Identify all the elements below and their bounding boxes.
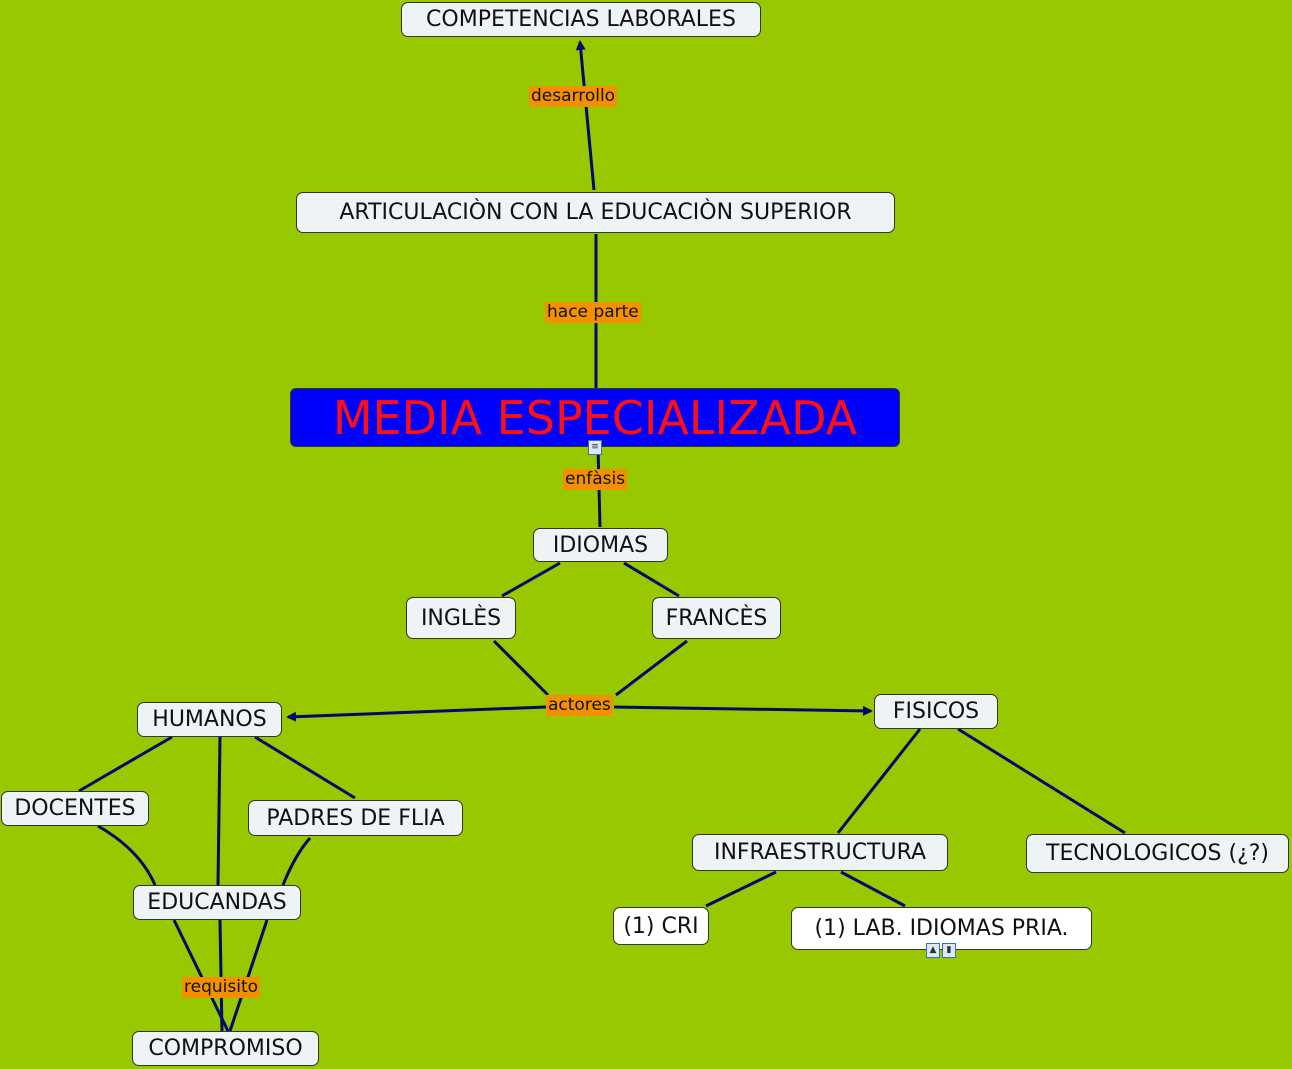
image-resource-icon[interactable]: ▲ [926,943,940,958]
line-articulacion-competencias [575,40,596,191]
video-resource-icon[interactable]: ▮ [942,943,956,958]
node-tecnologicos[interactable]: TECNOLOGICOS (¿?) [1026,834,1289,873]
link-label-enfasis: enfàsis [563,469,628,490]
node-docentes[interactable]: DOCENTES [1,791,149,826]
document-resource-icon[interactable]: ≡ [588,440,602,455]
link-label-hace-parte: hace parte [545,302,641,323]
node-ingles[interactable]: INGLÈS [406,597,516,639]
link-label-desarrollo: desarrollo [529,86,618,107]
node-cri[interactable]: (1) CRI [613,907,709,945]
node-frances[interactable]: FRANCÈS [652,597,781,639]
node-fisicos[interactable]: FISICOS [874,694,998,729]
node-padres-de-flia[interactable]: PADRES DE FLIA [248,800,463,836]
node-educandas[interactable]: EDUCANDAS [133,885,301,920]
link-label-requisito: requisito [182,977,261,998]
node-lab-idiomas[interactable]: (1) LAB. IDIOMAS PRIA. [791,907,1092,950]
link-label-actores: actores [546,695,613,716]
node-infraestructura[interactable]: INFRAESTRUCTURA [692,834,948,871]
node-competencias-laborales[interactable]: COMPETENCIAS LABORALES [401,2,761,37]
node-idiomas[interactable]: IDIOMAS [533,528,668,562]
node-humanos[interactable]: HUMANOS [137,702,282,737]
node-compromiso[interactable]: COMPROMISO [132,1031,319,1066]
node-media-especializada[interactable]: MEDIA ESPECIALIZADA [290,388,900,447]
node-articulacion[interactable]: ARTICULACIÒN CON LA EDUCACIÒN SUPERIOR [296,192,895,233]
